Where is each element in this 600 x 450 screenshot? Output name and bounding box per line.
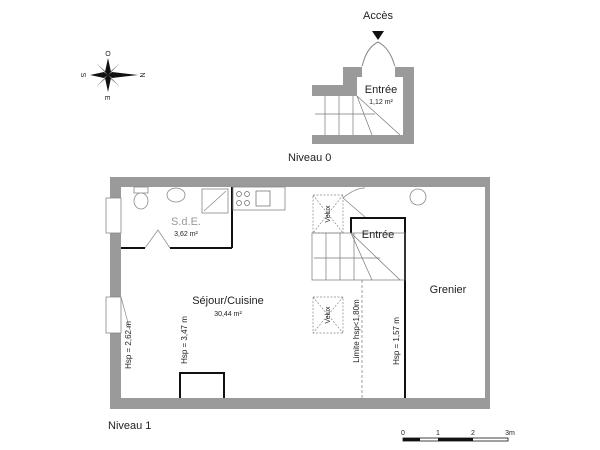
height-label-347: Hsp = 3,47 m — [180, 316, 189, 364]
scale-bar — [402, 437, 509, 442]
compass-west-label: O — [105, 51, 111, 58]
compass-rose-icon — [90, 58, 138, 92]
height-label-157: Hsp = 1,57 m — [392, 317, 401, 365]
height-label-262: Hsp = 2,62 m — [124, 321, 133, 369]
sde-area: 3,62 m² — [174, 231, 198, 238]
sink-icon — [166, 187, 186, 203]
chimney-flue — [409, 188, 427, 206]
scale-label-3: 3m — [505, 430, 515, 437]
sejour-area: 30,44 m² — [214, 311, 242, 318]
level1-plan — [105, 177, 490, 409]
velux-skylight — [312, 296, 344, 334]
door — [342, 187, 366, 199]
scale-label-1: 1 — [436, 430, 440, 437]
grenier-name: Grenier — [430, 284, 467, 296]
level1-stairs — [311, 232, 406, 281]
velux-skylight — [312, 194, 344, 234]
kitchen-counter — [232, 186, 286, 211]
scale-label-2: 2 — [471, 430, 475, 437]
toilet-icon — [133, 192, 149, 210]
level0-entree-area: 1,12 m² — [369, 99, 393, 106]
level0-title: Niveau 0 — [288, 152, 331, 164]
access-arrow-icon — [372, 31, 384, 40]
sde-name: S.d.E. — [171, 216, 201, 228]
sejour-name: Séjour/Cuisine — [192, 295, 264, 307]
level1-entree-name: Entrée — [362, 229, 394, 241]
compass-north-label: N — [138, 72, 145, 77]
scale-label-0: 0 — [401, 430, 405, 437]
velux-label: Velux — [325, 306, 332, 324]
velux-label: Velux — [325, 205, 332, 223]
level0-plan — [312, 41, 414, 144]
stove-icon — [236, 191, 250, 206]
height-limit-label: Limite hsp<1,80m — [352, 299, 361, 363]
compass-east-label: E — [103, 96, 110, 101]
access-label: Accès — [363, 10, 393, 22]
level0-stairs — [315, 95, 401, 136]
window — [105, 197, 122, 234]
level0-entree-name: Entrée — [365, 84, 397, 96]
compass-south-label: S — [79, 73, 86, 78]
level1-title: Niveau 1 — [108, 420, 151, 432]
kitchen-sink-icon — [255, 190, 271, 207]
window — [105, 296, 122, 334]
